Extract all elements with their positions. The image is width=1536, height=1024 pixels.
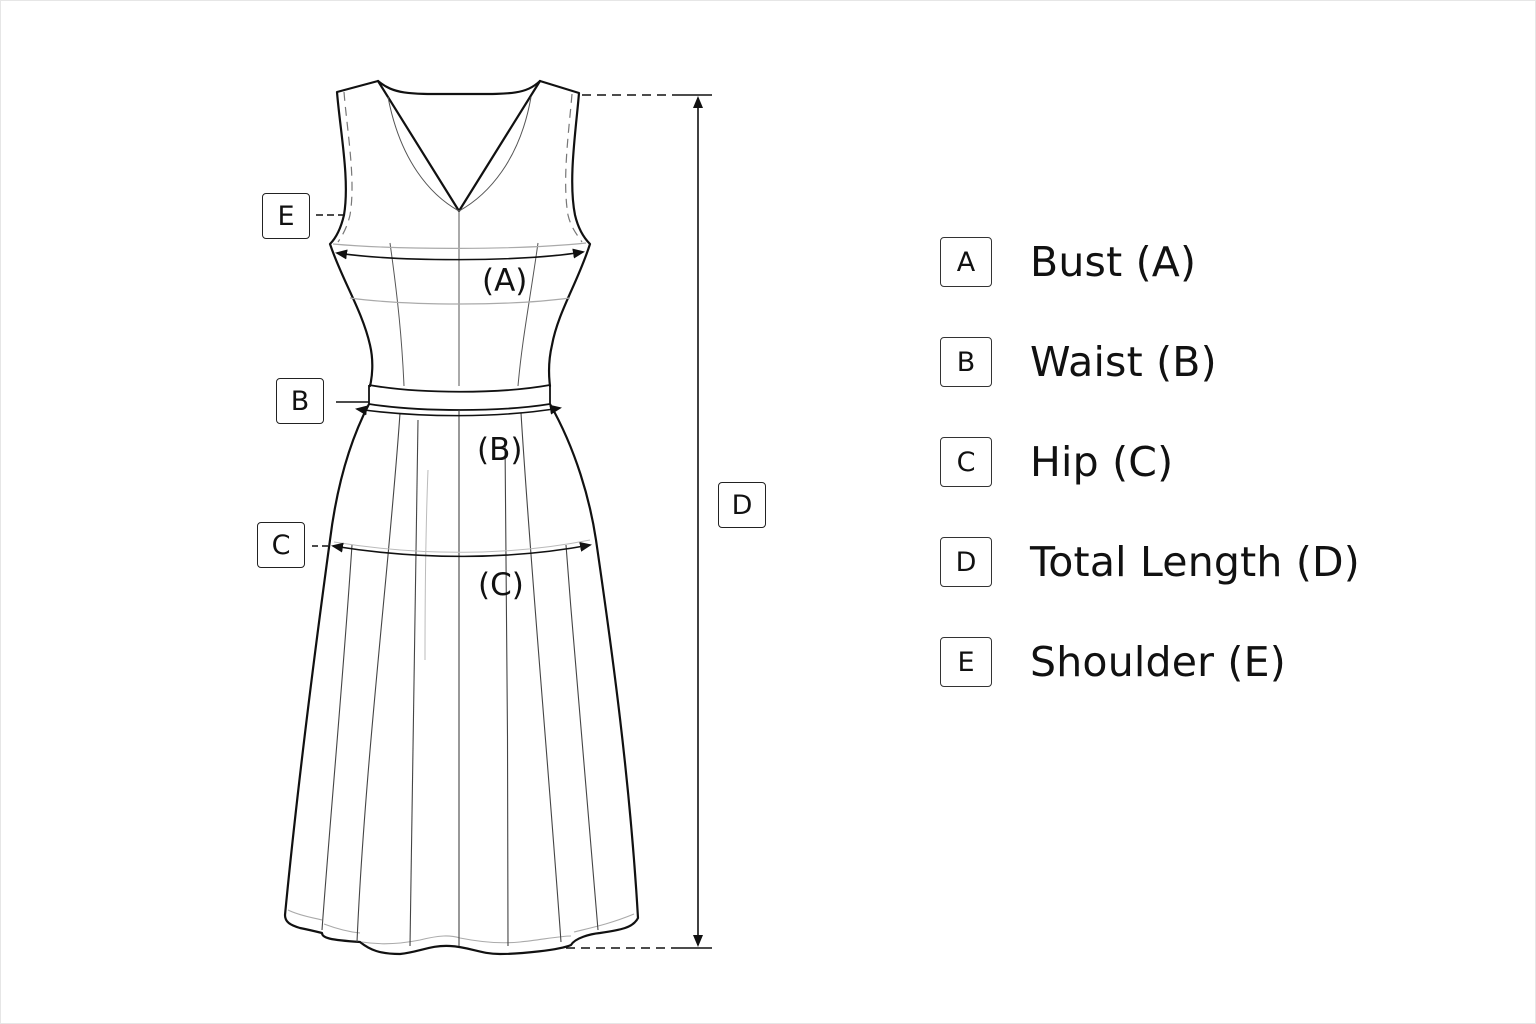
- length-measure-arrow: [566, 94, 712, 949]
- bust-measure-arrow: [335, 248, 585, 261]
- skirt-light-lines: [333, 469, 591, 661]
- waist-inline-label: (B): [477, 432, 523, 468]
- measurement-legend: A Bust (A) B Waist (B) C Hip (C) D Total…: [940, 236, 1500, 736]
- legend-item-length: D Total Length (D): [940, 536, 1500, 588]
- hip-tag-letter: C: [271, 529, 291, 561]
- armhole-stitching: [337, 91, 583, 243]
- legend-key-c: C: [940, 437, 992, 487]
- shoulder-tag: E: [262, 193, 310, 239]
- hip-tag: C: [257, 522, 305, 568]
- legend-label-shoulder: Shoulder (E): [1030, 638, 1286, 686]
- bodice-guide-lines: [332, 242, 587, 305]
- legend-item-waist: B Waist (B): [940, 336, 1500, 388]
- legend-label-hip: Hip (C): [1030, 438, 1174, 486]
- length-tag: D: [718, 482, 766, 528]
- waist-measure-arrow: [336, 401, 562, 417]
- legend-item-hip: C Hip (C): [940, 436, 1500, 488]
- dress-skirt: [283, 403, 640, 956]
- legend-item-bust: A Bust (A): [940, 236, 1500, 288]
- shoulder-tag-letter: E: [277, 200, 295, 232]
- skirt-hem-inner: [287, 909, 635, 945]
- legend-key-e: E: [940, 637, 992, 687]
- skirt-panel-lines: [321, 410, 599, 947]
- waistband: [368, 384, 551, 411]
- dress-bodice: [328, 79, 592, 388]
- legend-key-d: D: [940, 537, 992, 587]
- legend-label-length: Total Length (D): [1030, 538, 1360, 586]
- legend-key-a: A: [940, 237, 992, 287]
- hip-measure-arrow: [312, 541, 592, 558]
- legend-label-waist: Waist (B): [1030, 338, 1217, 386]
- length-tag-letter: D: [731, 489, 753, 521]
- hip-inline-label: (C): [478, 567, 524, 603]
- waist-tag: B: [276, 378, 324, 424]
- bust-inline-label: (A): [482, 263, 528, 299]
- waist-tag-letter: B: [290, 385, 310, 417]
- legend-key-b: B: [940, 337, 992, 387]
- bodice-seam-lines: [387, 96, 539, 387]
- legend-label-bust: Bust (A): [1030, 238, 1197, 286]
- legend-item-shoulder: E Shoulder (E): [940, 636, 1500, 688]
